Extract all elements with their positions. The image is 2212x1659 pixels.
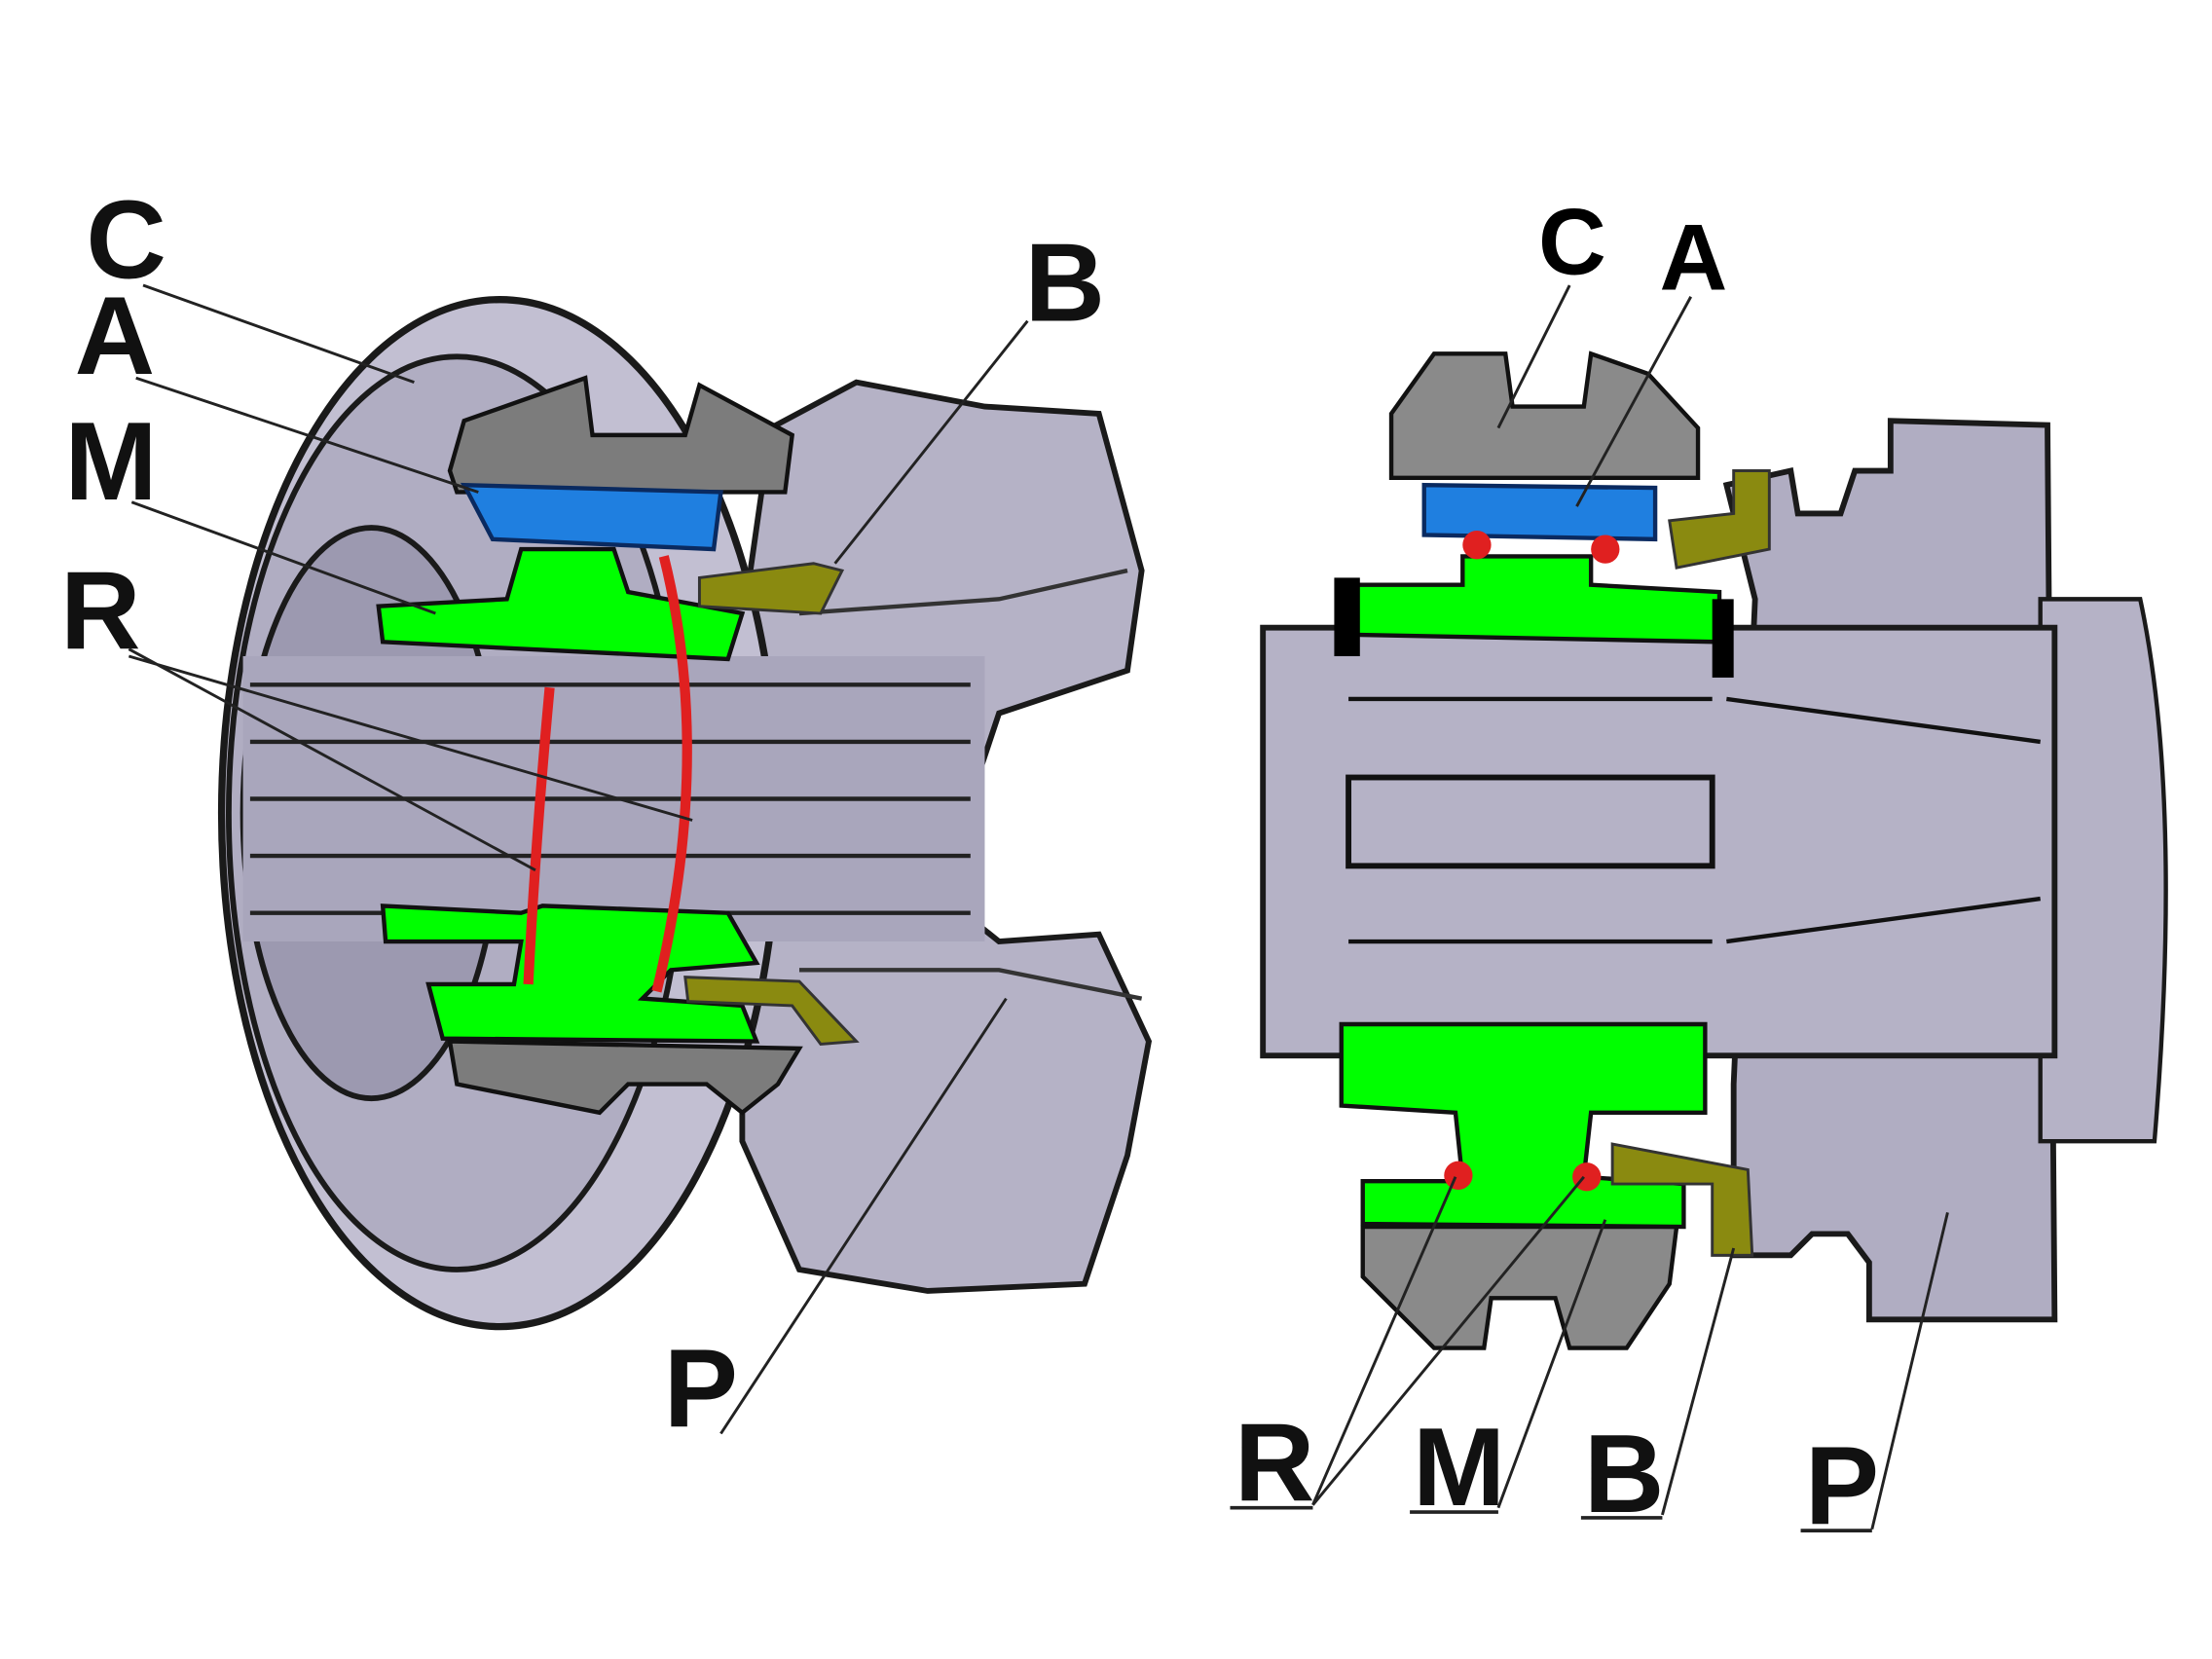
left-key-B-top bbox=[697, 562, 845, 615]
right-label-P: P bbox=[1805, 1424, 1879, 1548]
left-spring-R-1 bbox=[523, 686, 555, 985]
right-spring-R-dot bbox=[1444, 1161, 1473, 1190]
left-label-M: M bbox=[64, 400, 157, 524]
right-synchronizer-section bbox=[1260, 350, 2168, 1350]
left-label-R: R bbox=[60, 550, 141, 674]
left-label-B: B bbox=[1024, 222, 1105, 346]
left-synchronizer-cutaway bbox=[217, 296, 1153, 1331]
right-key-B-bottom bbox=[1610, 1142, 1754, 1257]
right-labels: C A R M B P bbox=[1230, 189, 1949, 1548]
right-label-A: A bbox=[1659, 204, 1727, 310]
right-spring-R-dot bbox=[1591, 535, 1620, 564]
right-label-C: C bbox=[1538, 189, 1606, 294]
right-ring-C-top bbox=[1388, 350, 1701, 481]
right-label-R: R bbox=[1235, 1401, 1315, 1525]
right-label-B: B bbox=[1584, 1413, 1665, 1536]
left-blocker-A bbox=[460, 482, 723, 552]
left-ring-C-bottom bbox=[447, 1039, 803, 1116]
left-label-P: P bbox=[664, 1327, 738, 1451]
left-label-C: C bbox=[86, 179, 166, 303]
right-blocker-A bbox=[1421, 482, 1658, 542]
left-sleeve-M-top bbox=[376, 546, 746, 662]
right-label-M: M bbox=[1413, 1406, 1505, 1530]
right-key-B-top bbox=[1668, 469, 1771, 570]
left-label-A: A bbox=[75, 275, 156, 398]
left-spring-R-2 bbox=[651, 555, 692, 993]
right-sleeve-M-top bbox=[1353, 554, 1722, 645]
left-key-B-bottom bbox=[683, 976, 860, 1047]
left-labels: C A M R B P bbox=[60, 179, 1105, 1451]
right-spring-R-dot bbox=[1462, 531, 1492, 560]
right-ring-C-bottom bbox=[1360, 1224, 1679, 1350]
right-sleeve-M-bottom bbox=[1339, 1021, 1708, 1230]
